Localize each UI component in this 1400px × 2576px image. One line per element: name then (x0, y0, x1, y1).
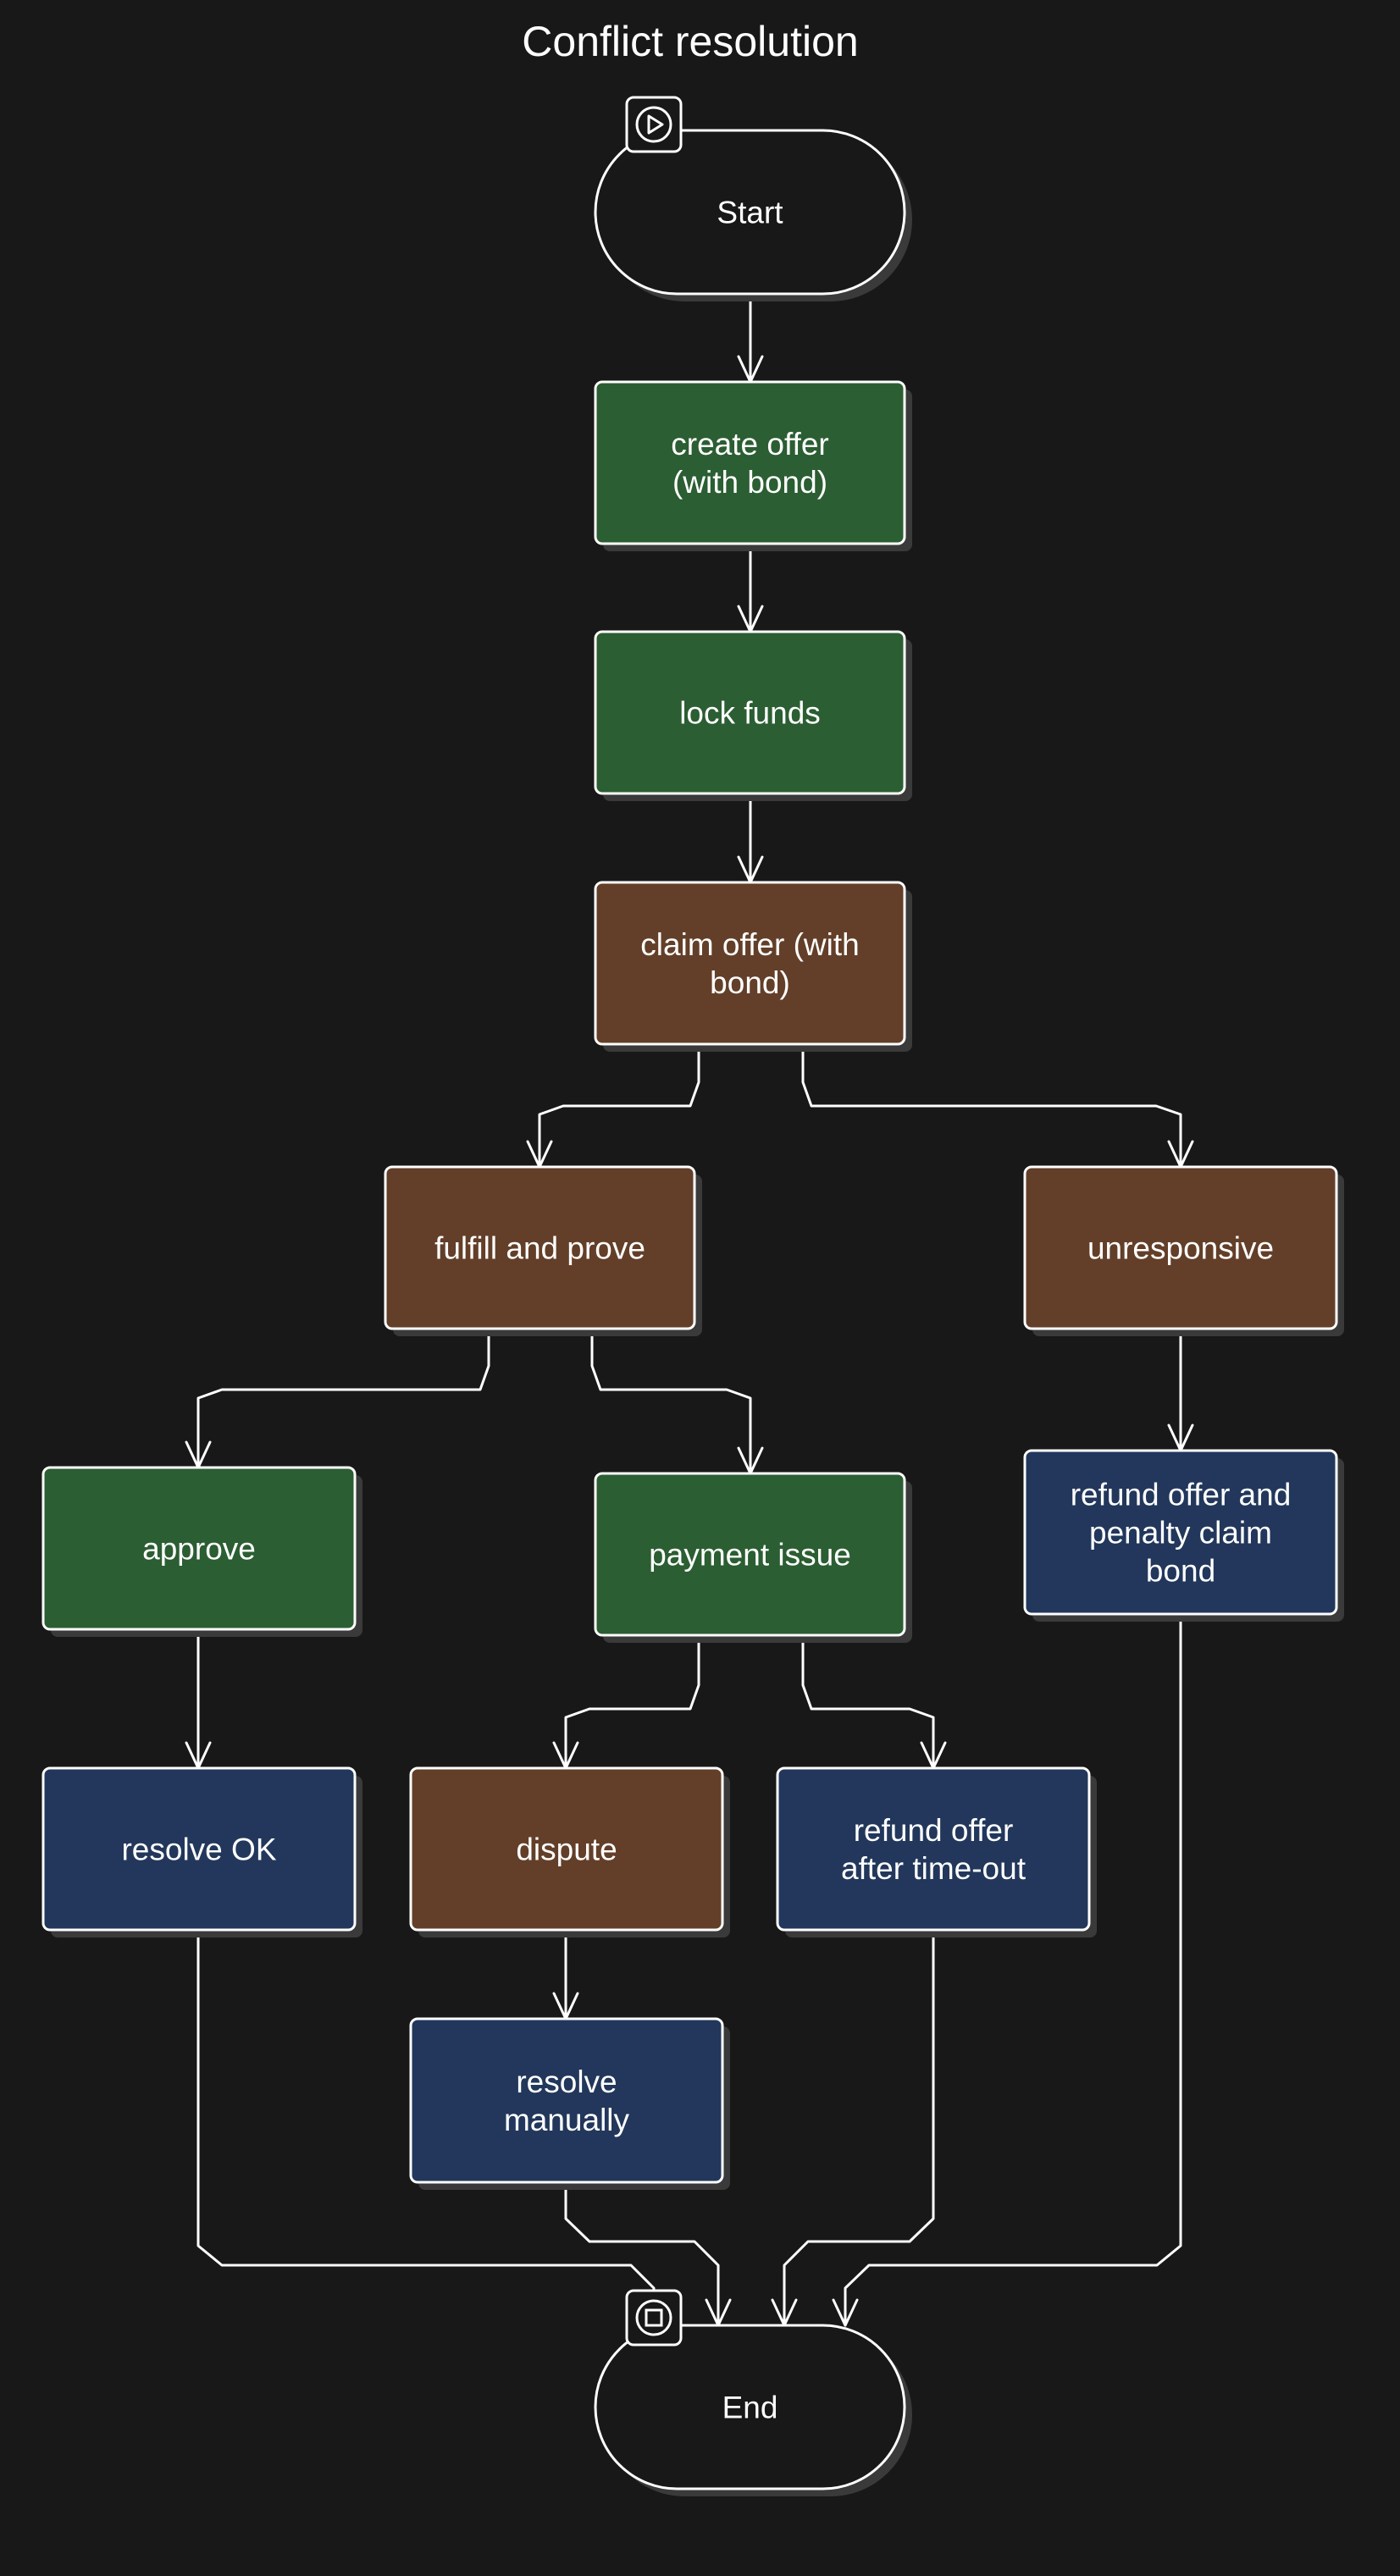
node-label: penalty claim (1089, 1516, 1272, 1551)
node-label: approve (142, 1532, 256, 1567)
node-label: claim offer (with (640, 927, 859, 962)
edge-create-offer-to-lock-funds (737, 542, 764, 633)
edge-approve-to-resolve-ok (185, 1628, 212, 1770)
edge-line (564, 1633, 700, 1770)
edge-unresponsive-to-refund-penalty (1167, 1327, 1194, 1452)
node-label: bond (1146, 1554, 1215, 1589)
node-resolve-manually: resolve manually (409, 2017, 730, 2190)
edge-line (196, 1327, 490, 1469)
node-resolve-ok: resolve OK (42, 1766, 362, 1938)
node-label: fulfill and prove (434, 1231, 645, 1266)
edge-refund-penalty-to-end (832, 1612, 1182, 2327)
process-box (594, 1472, 906, 1637)
node-label: unresponsive (1087, 1231, 1274, 1266)
node-end: End (594, 2289, 912, 2496)
node-label: payment issue (649, 1538, 851, 1573)
process-box (409, 1766, 724, 1932)
edges-layer (185, 292, 1194, 2327)
process-box (42, 1466, 357, 1631)
terminal-shape (594, 129, 906, 296)
node-start: Start (594, 96, 912, 301)
process-box (384, 1165, 696, 1330)
node-label: refund offer (854, 1813, 1014, 1848)
process-box (409, 2017, 724, 2184)
edge-line (538, 1042, 700, 1169)
node-fulfill-prove: fulfill and prove (384, 1165, 702, 1336)
process-box (776, 1766, 1091, 1932)
node-label: create offer (671, 427, 828, 462)
node-label: bond) (710, 965, 790, 1000)
nodes-layer: Start create offer(with bond) lock funds cl… (42, 96, 1344, 2496)
process-box (594, 380, 906, 545)
play-icon (625, 96, 683, 153)
process-box (1023, 1165, 1338, 1330)
edge-line (801, 1633, 935, 1770)
node-label: manually (504, 2103, 630, 2137)
process-box (1023, 1449, 1338, 1616)
node-dispute: dispute (409, 1766, 730, 1938)
edge-payment-issue-to-dispute (552, 1633, 700, 1770)
process-box (594, 881, 906, 1046)
terminal-shape (594, 2324, 906, 2490)
process-box (42, 1766, 357, 1932)
node-label: End (722, 2391, 778, 2425)
edge-lock-funds-to-claim-offer (737, 792, 764, 884)
edge-start-to-create-offer (737, 292, 764, 384)
edge-line (564, 2181, 720, 2327)
node-label: Start (717, 196, 783, 230)
edge-dispute-to-resolve-manually (552, 1928, 579, 2020)
edge-fulfill-prove-to-payment-issue (590, 1327, 764, 1475)
node-label: resolve (516, 2065, 617, 2099)
node-label: after time-out (841, 1851, 1026, 1886)
process-box (594, 630, 906, 795)
edge-claim-offer-to-fulfill-prove (526, 1042, 700, 1169)
node-label: resolve OK (121, 1832, 276, 1867)
edge-line (783, 1928, 935, 2327)
node-approve: approve (42, 1466, 362, 1637)
stop-icon (625, 2289, 683, 2347)
node-label: lock funds (679, 696, 821, 731)
edge-claim-offer-to-unresponsive (801, 1042, 1194, 1169)
node-label: dispute (516, 1832, 617, 1867)
node-payment-issue: payment issue (594, 1472, 912, 1643)
arrow-head-icon (832, 2298, 859, 2327)
node-unresponsive: unresponsive (1023, 1165, 1344, 1336)
edge-line (590, 1327, 752, 1475)
node-lock-funds: lock funds (594, 630, 912, 801)
node-label: (with bond) (672, 465, 827, 500)
diagram-title: Conflict resolution (522, 18, 858, 65)
edge-fulfill-prove-to-approve (185, 1327, 490, 1469)
node-label: refund offer and (1071, 1478, 1292, 1512)
edge-line (801, 1042, 1182, 1169)
edge-line (844, 1612, 1182, 2327)
node-create-offer: create offer(with bond) (594, 380, 912, 551)
edge-payment-issue-to-refund-timeout (801, 1633, 947, 1770)
